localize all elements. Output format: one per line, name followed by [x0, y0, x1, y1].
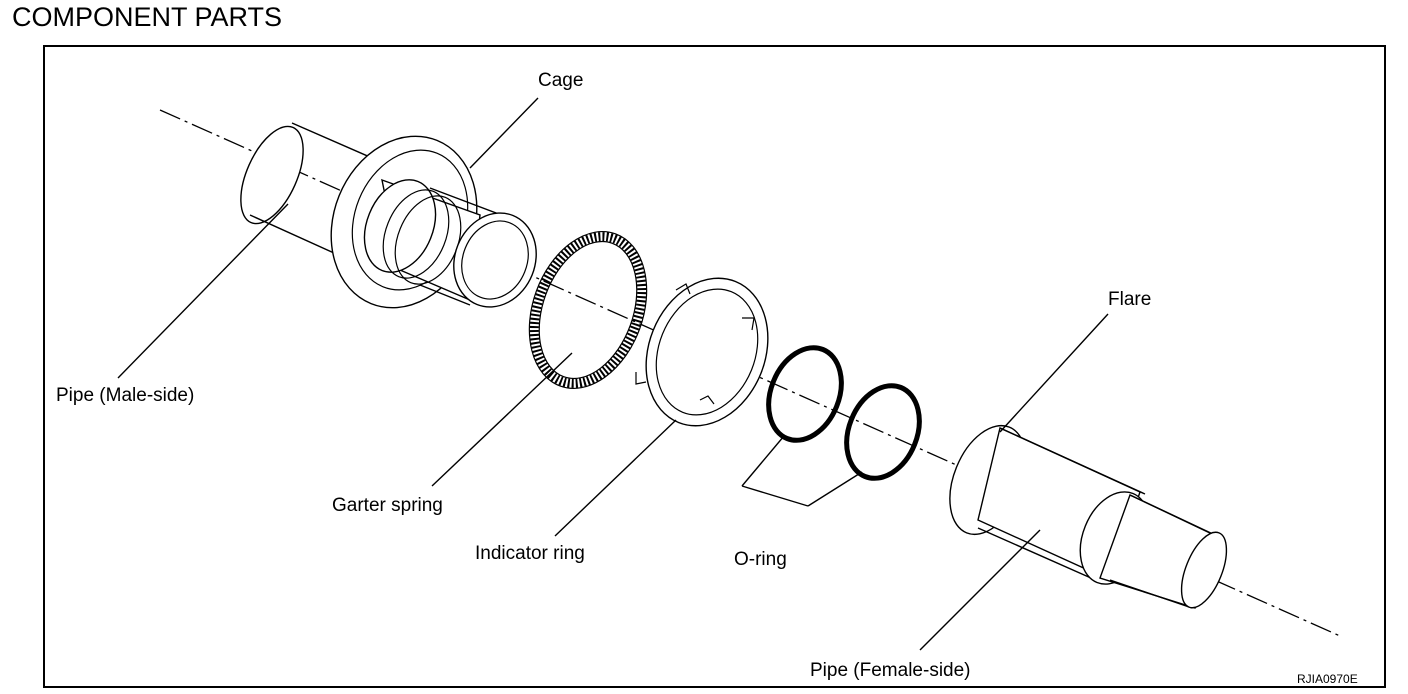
label-o-ring: O-ring: [734, 549, 787, 570]
label-indicator-ring: Indicator ring: [475, 543, 585, 564]
label-pipe-male-side: Pipe (Male-side): [56, 385, 194, 406]
o-ring-2: [844, 383, 922, 481]
label-cage: Cage: [538, 70, 583, 91]
o-ring-1: [766, 345, 844, 443]
label-flare: Flare: [1108, 289, 1151, 310]
label-garter-spring: Garter spring: [332, 495, 443, 516]
leader-lines: [117, 97, 1109, 651]
cage: [330, 135, 537, 309]
garter-spring: [528, 230, 648, 390]
pipe-male-side: [240, 122, 396, 259]
indicator-ring: [635, 277, 769, 427]
diagram-frame: [43, 45, 1386, 688]
label-pipe-female-side: Pipe (Female-side): [810, 660, 971, 681]
figure-code: RJIA0970E: [1297, 672, 1358, 686]
pipe-female-side: [949, 424, 1228, 609]
page-title: COMPONENT PARTS: [12, 2, 283, 32]
